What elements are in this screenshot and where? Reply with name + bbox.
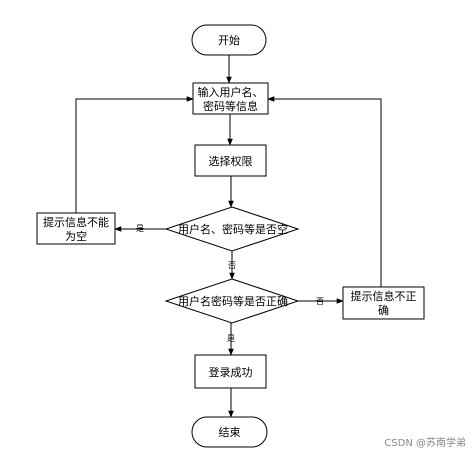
login-success-label: 登录成功	[209, 365, 253, 379]
start-node: 开始	[191, 24, 267, 56]
edge-label-empty-yes: 是	[136, 224, 144, 233]
hint-empty-line1: 提示信息不能	[43, 215, 109, 229]
check-empty-decision: 用户名、密码等是否空	[164, 206, 300, 252]
input-credentials-node: 输入用户名、 密码等信息	[192, 82, 269, 115]
edge-label-empty-no: 否	[228, 261, 236, 270]
edge-label-correct-yes: 是	[227, 334, 235, 343]
start-label: 开始	[218, 33, 240, 47]
end-node: 结束	[191, 416, 268, 448]
edge-hint-wrong-to-input	[267, 96, 382, 287]
hint-empty-node: 提示信息不能 为空	[36, 212, 116, 245]
check-empty-label: 用户名、密码等是否空	[178, 222, 288, 236]
select-permission-node: 选择权限	[194, 144, 267, 177]
login-success-node: 登录成功	[194, 354, 267, 389]
end-label: 结束	[219, 426, 241, 439]
edge-label-correct-no: 否	[316, 297, 324, 306]
watermark: CSDN @苏南学弟	[384, 436, 466, 449]
select-permission-label: 选择权限	[209, 154, 253, 168]
edge-hint-empty-to-input	[75, 96, 194, 213]
input-label-line2: 密码等信息	[203, 99, 258, 113]
hint-wrong-line1: 提示信息不正	[351, 289, 417, 303]
input-label-line1: 输入用户名、	[198, 85, 264, 99]
check-correct-decision: 用户名密码等是否正确	[164, 278, 300, 324]
hint-wrong-line2: 确	[378, 304, 389, 317]
hint-empty-line2: 为空	[65, 229, 87, 243]
hint-wrong-node: 提示信息不正 确	[342, 286, 425, 320]
check-correct-label: 用户名密码等是否正确	[178, 294, 288, 308]
